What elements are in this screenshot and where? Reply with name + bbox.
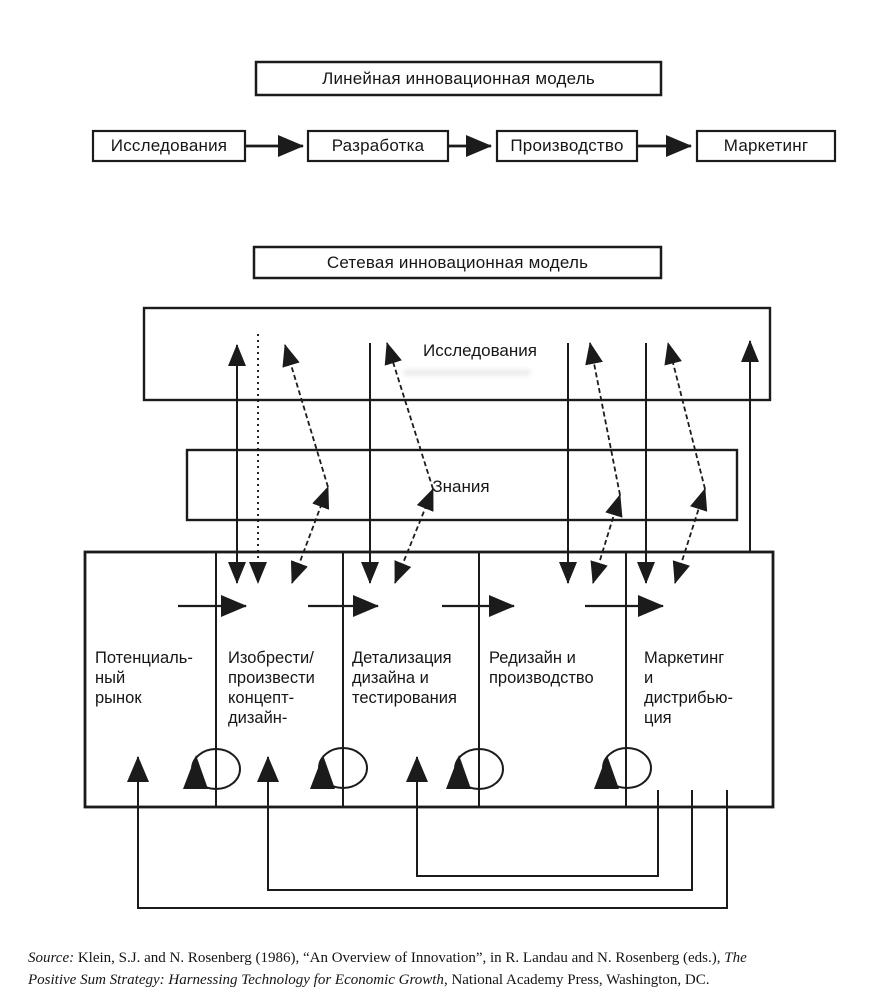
source-book-title-start: The [724, 950, 747, 966]
linear-stage-production: Производство [510, 136, 624, 155]
compartment-dividers [215, 552, 627, 807]
source-prefix: Source: [28, 950, 75, 966]
stage-detailed-design-testing: Детализация дизайна и тестирования [352, 649, 457, 707]
linear-box-research [91, 129, 247, 163]
network-model-group [83, 245, 775, 809]
source-book-title-rest: Positive Sum Strategy: Harnessing Techno… [28, 971, 444, 988]
linear-stage-marketing: Маркетинг [723, 136, 809, 155]
research-links [228, 340, 759, 584]
process-chain-box [83, 550, 775, 809]
knowledge-band-label: Знания [432, 477, 490, 496]
linear-box-development [306, 129, 450, 163]
stage-redesign-production: Редизайн и производство [489, 649, 594, 687]
feedback-loop-arrowheads [183, 755, 619, 789]
linear-model-title: Линейная инновационная модель [322, 68, 595, 88]
long-feedback-loops [127, 756, 728, 909]
scan-smudge [404, 369, 530, 376]
stage-invent-concept: Изобрести/ произвести концепт- дизайн- [228, 649, 315, 727]
linear-stage-research: Исследования [110, 136, 228, 155]
research-band-label: Исследования [423, 341, 537, 360]
network-title-box [252, 245, 663, 280]
linear-stage-development: Разработка [331, 136, 425, 155]
linear-box-marketing [695, 129, 837, 163]
linear-model-group [91, 60, 837, 163]
linear-title-box [254, 60, 663, 97]
stage-marketing-distribution: Маркетинг и дистрибью- ция [644, 649, 733, 727]
stage-potential-market: Потенциаль- ный рынок [95, 649, 193, 707]
source-text: Klein, S.J. and N. Rosenberg (1986), “An… [74, 950, 725, 966]
knowledge-feedback-links [282, 342, 708, 584]
source-publisher: , National Academy Press, Washington, DC… [443, 971, 710, 988]
network-model-title: Сетевая инновационная модель [326, 252, 589, 272]
source-citation: Source: Klein, S.J. and N. Rosenberg (19… [28, 948, 866, 991]
